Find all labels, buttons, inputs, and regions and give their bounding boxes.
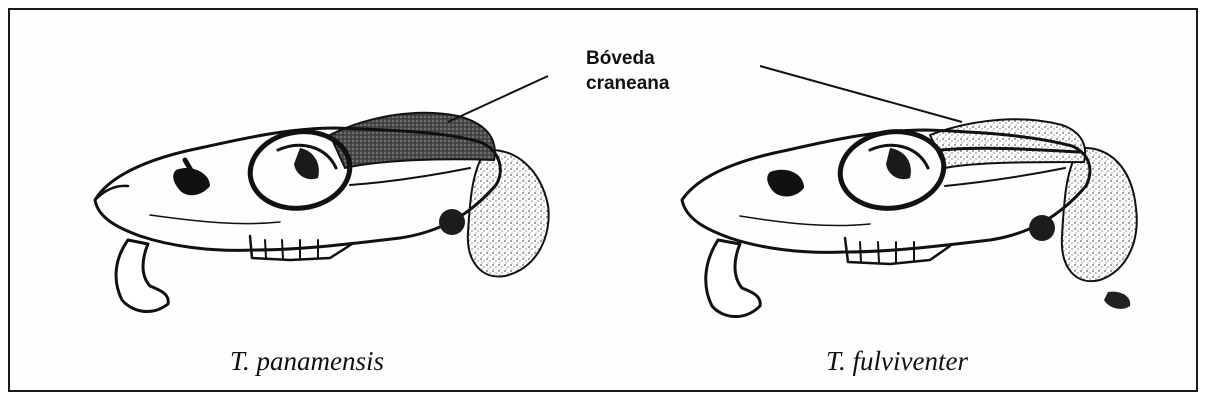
leader-line-left — [448, 76, 548, 122]
leader-line-right — [760, 66, 962, 122]
callout-line-1: Bóveda — [586, 46, 669, 71]
caption-panamensis: T. panamensis — [230, 346, 384, 377]
callout-line-2: craneana — [586, 71, 669, 96]
skull-right-fulviventer — [682, 119, 1137, 316]
callout-label-boveda-craneana: Bóveda craneana — [586, 46, 669, 96]
caption-fulviventer: T. fulviventer — [826, 346, 968, 377]
skull-left-panamensis — [95, 113, 549, 312]
